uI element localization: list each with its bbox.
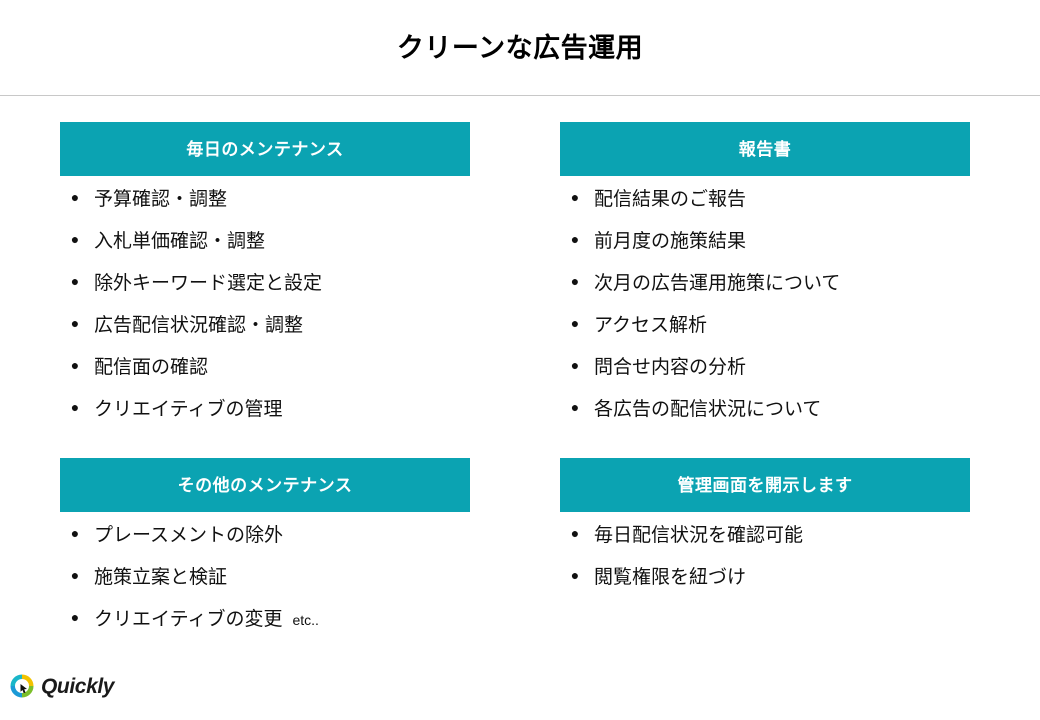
content-columns: 毎日のメンテナンス ● 予算確認・調整 ● 入札単価確認・調整 ● 除外キーワー… [0,96,1040,656]
section-header-label: 毎日のメンテナンス [186,139,344,159]
bullet-dot-icon: ● [570,357,580,373]
list-item-label: 広告配信状況確認・調整 [94,315,304,336]
title-divider [0,95,1040,96]
bullet-dot-icon: ● [570,525,580,541]
bullet-dot-icon: ● [570,273,580,289]
bullet-dot-icon: ● [70,315,80,331]
bullet-dot-icon: ● [70,273,80,289]
list-item-label: 前月度の施策結果 [594,231,747,252]
bullet-dot-icon: ● [570,231,580,247]
bullet-dot-icon: ● [570,567,580,583]
list-item: ● 次月の広告運用施策について [560,274,970,316]
section-header-daily-maintenance: 毎日のメンテナンス [60,122,470,176]
list-item-label: プレースメントの除外 [94,525,284,546]
list-item-label: 配信面の確認 [94,357,209,378]
list-item: ● アクセス解析 [560,316,970,358]
quickly-logo-icon [10,674,34,698]
list-item: ● 除外キーワード選定と設定 [60,274,470,316]
list-item-label: 配信結果のご報告 [594,189,747,210]
brand-name: Quickly [41,674,115,698]
brand-logo: Quickly [10,674,114,698]
page-title: クリーンな広告運用 [396,32,644,63]
list-item: ● 前月度の施策結果 [560,232,970,274]
section-admin-panel: 管理画面を開示します ● 毎日配信状況を確認可能 ● 閲覧権限を紐づけ [560,458,970,610]
bullet-list-admin-panel: ● 毎日配信状況を確認可能 ● 閲覧権限を紐づけ [560,526,970,610]
list-item: ● 毎日配信状況を確認可能 [560,526,970,568]
list-item: ● クリエイティブの管理 [60,400,470,442]
bullet-list-daily-maintenance: ● 予算確認・調整 ● 入札単価確認・調整 ● 除外キーワード選定と設定 ● 広… [60,190,470,442]
list-item: ● プレースメントの除外 [60,526,470,568]
section-header-label: その他のメンテナンス [177,475,353,495]
list-item-label: 除外キーワード選定と設定 [94,273,323,294]
list-item-label: 予算確認・調整 [94,189,228,210]
section-header-other-maintenance: その他のメンテナンス [60,458,470,512]
list-item: ● 予算確認・調整 [60,190,470,232]
bullet-dot-icon: ● [70,189,80,205]
section-daily-maintenance: 毎日のメンテナンス ● 予算確認・調整 ● 入札単価確認・調整 ● 除外キーワー… [60,122,470,442]
section-header-label: 報告書 [738,139,792,159]
bullet-dot-icon: ● [70,399,80,415]
bullet-list-report: ● 配信結果のご報告 ● 前月度の施策結果 ● 次月の広告運用施策について ● … [560,190,970,442]
list-item-suffix: etc.. [292,612,319,628]
list-item-label: 問合せ内容の分析 [594,357,747,378]
list-item-label: 毎日配信状況を確認可能 [594,525,804,546]
title-area: クリーンな広告運用 [0,0,1040,96]
list-item: ● 入札単価確認・調整 [60,232,470,274]
bullet-dot-icon: ● [70,231,80,247]
list-item: ● 閲覧権限を紐づけ [560,568,970,610]
list-item: ● 各広告の配信状況について [560,400,970,442]
list-item-label: 次月の広告運用施策について [594,273,841,294]
list-item-label: 閲覧権限を紐づけ [594,567,747,588]
bullet-dot-icon: ● [70,609,80,625]
section-header-report: 報告書 [560,122,970,176]
list-item-label: クリエイティブの管理 [94,399,283,420]
bullet-dot-icon: ● [70,357,80,373]
footer: Quickly 株式会社クイックリー https://quickly.co.jp… [0,662,1040,720]
bullet-dot-icon: ● [570,189,580,205]
list-item: ● 問合せ内容の分析 [560,358,970,400]
section-report: 報告書 ● 配信結果のご報告 ● 前月度の施策結果 ● 次月の広告運用施策につい… [560,122,970,442]
list-item-label: アクセス解析 [594,315,708,336]
list-item: ● 配信結果のご報告 [560,190,970,232]
bullet-list-other-maintenance: ● プレースメントの除外 ● 施策立案と検証 ● クリエイティブの変更 etc.… [60,526,470,652]
list-item: ● 広告配信状況確認・調整 [60,316,470,358]
list-item-label: クリエイティブの変更 [94,609,283,630]
list-item: ● 配信面の確認 [60,358,470,400]
bullet-dot-icon: ● [70,525,80,541]
bullet-dot-icon: ● [70,567,80,583]
list-item-label: 各広告の配信状況について [594,399,822,420]
list-item-label: 入札単価確認・調整 [94,231,266,252]
section-header-admin-panel: 管理画面を開示します [560,458,970,512]
bullet-dot-icon: ● [570,315,580,331]
section-other-maintenance: その他のメンテナンス ● プレースメントの除外 ● 施策立案と検証 ● クリエイ… [60,458,470,652]
list-item: ● クリエイティブの変更 etc.. [60,610,470,652]
bullet-dot-icon: ● [570,399,580,415]
section-header-label: 管理画面を開示します [677,475,853,495]
list-item-label: 施策立案と検証 [94,567,228,588]
list-item: ● 施策立案と検証 [60,568,470,610]
